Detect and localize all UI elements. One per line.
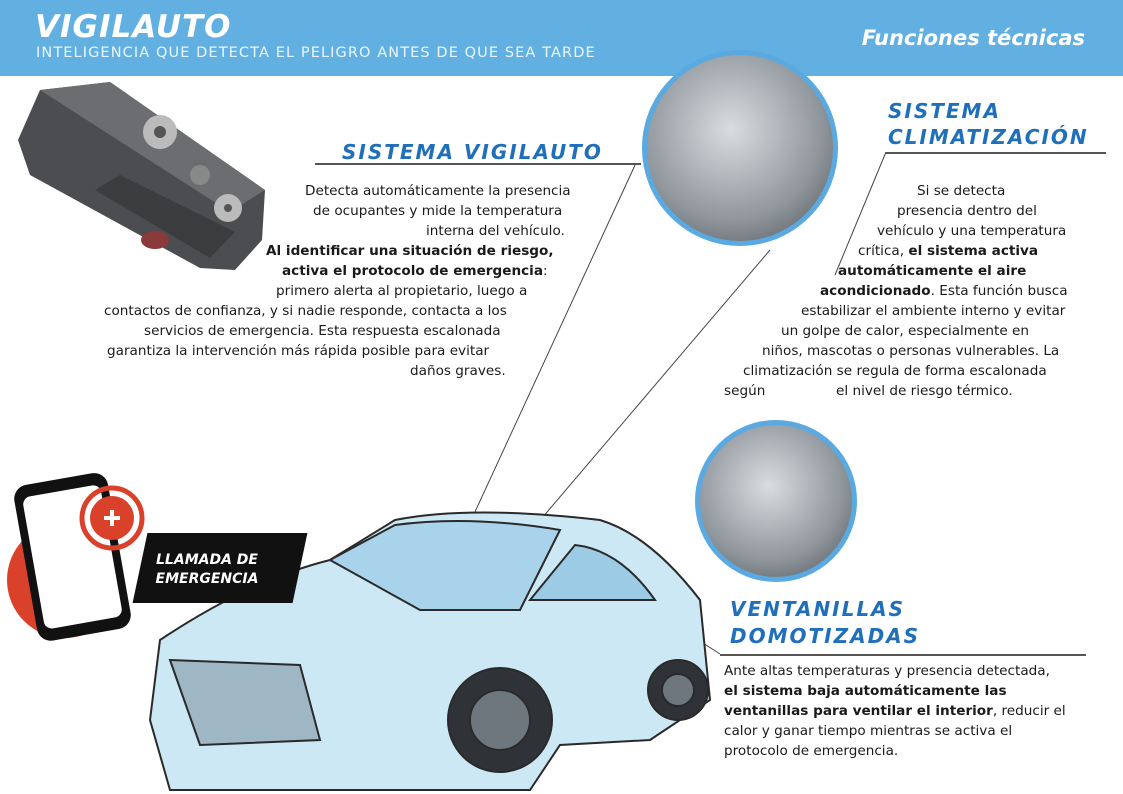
text-line: de ocupantes y mide la temperatura [313,203,563,219]
bold-text: acondicionado [820,283,931,299]
section-title: Funciones técnicas [861,26,1085,50]
divider [315,163,641,165]
text: , reducir el [992,703,1066,719]
text-line: climatización se regula de forma escalon… [743,363,1047,379]
bold-text: el sistema baja automáticamente las [724,683,1007,699]
windows-title-line1: VENTANILLAS [730,597,905,621]
divider [886,152,1106,154]
header-bar: VIGILAUTO INTELIGENCIA QUE DETECTA EL PE… [0,0,1123,76]
vigilauto-device-image [18,82,265,270]
text-line: estabilizar el ambiente interno y evitar [801,303,1066,319]
climate-title-line1: SISTEMA [888,99,1001,123]
text-line: automáticamente el aire [838,262,1026,280]
emergency-label-line: EMERGENCIA [155,571,259,587]
text-line: presencia dentro del [897,203,1037,219]
text-line: daños graves. [410,363,506,379]
text-line: primero alerta al propietario, luego a [276,283,528,299]
tagline: INTELIGENCIA QUE DETECTA EL PELIGRO ANTE… [36,45,596,61]
text-line: servicios de emergencia. Esta respuesta … [144,323,501,339]
text-line: el sistema baja automáticamente las [724,682,1007,700]
text-line: un golpe de calor, especialmente en [781,323,1030,339]
climate-interior-image [642,50,838,246]
climate-title-line2: CLIMATIZACIÓN [888,125,1089,149]
text-line: protocolo de emergencia. [724,743,899,759]
bold-text: activa el protocolo de emergencia [282,263,544,279]
text-line: activa el protocolo de emergencia: [282,262,548,280]
bold-text: Al identificar una situación de riesgo, [266,243,554,259]
windows-title-line2: DOMOTIZADAS [730,624,921,648]
text-line: vehículo y una temperatura [877,223,1067,239]
window-interior-image [695,420,857,582]
text-line: calor y ganar tiempo mientras se activa … [724,723,1013,739]
connector-line [461,162,637,541]
text-line: interna del vehículo. [426,223,565,239]
text-line: niños, mascotas o personas vulnerables. … [762,343,1060,359]
text-line: según [724,383,766,399]
emergency-call-label: LLAMADA DE EMERGENCIA [142,551,272,589]
text-line: el nivel de riesgo térmico. [836,383,1013,399]
text: . Esta función busca [930,283,1068,299]
text-line: garantiza la intervención más rápida pos… [107,343,490,359]
bold-text: el sistema activa [908,243,1039,259]
vigilauto-title: SISTEMA VIGILAUTO [342,140,603,164]
text-line: Ante altas temperaturas y presencia dete… [724,663,1050,679]
text-line: Al identificar una situación de riesgo, [266,242,554,260]
text-line: crítica, el sistema activa [858,242,1038,260]
connector-line [834,151,887,276]
text-line: acondicionado. Esta función busca [820,282,1068,300]
bold-text: ventanillas para ventilar el interior [724,703,993,719]
divider [720,654,1086,656]
text-line: ventanillas para ventilar el interior, r… [724,702,1066,720]
text: : [543,263,548,279]
text-line: Detecta automáticamente la presencia [305,183,571,199]
bold-text: automáticamente el aire [838,263,1027,279]
text-line: Si se detecta [917,183,1006,199]
text: crítica, [858,243,909,259]
emergency-phone-image [7,473,145,641]
text-line: contactos de confianza, y si nadie respo… [104,303,507,319]
emergency-label-line: LLAMADA DE [156,552,258,568]
logo: VIGILAUTO [35,9,232,45]
